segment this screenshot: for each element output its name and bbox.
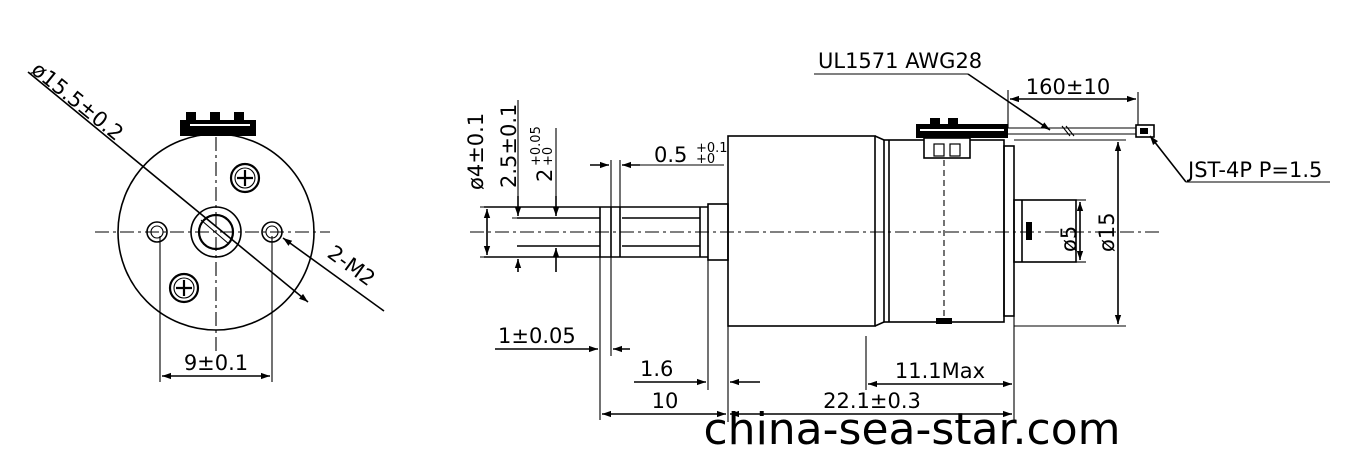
rear-diameter-label: ø5 — [1057, 226, 1081, 252]
connector-label: JST-4P P=1.5 — [1186, 158, 1322, 182]
hole-spacing-label: 9±0.1 — [184, 351, 248, 375]
screw-leader — [282, 237, 385, 312]
body-joint-bottom — [874, 321, 885, 327]
front-connector — [180, 112, 256, 136]
front-boss — [190, 206, 242, 258]
screw-label: 2-M2 — [323, 241, 380, 291]
watermark: china-sea-star.com — [703, 404, 1120, 455]
rear-shaft-key — [1026, 222, 1032, 240]
shaft-diameter-label: ø4±0.1 — [464, 113, 488, 190]
flat-label: 2.5±0.1 — [497, 104, 521, 188]
front-shaft-flat — [200, 219, 230, 245]
side-view: ø4±0.1 2.5±0.1 2 +0.05 +0 0.5 +0.1 +0 1±… — [464, 49, 1330, 422]
wire-label: UL1571 AWG28 — [818, 49, 982, 73]
flat2-tol-upper: +0.05 — [529, 126, 544, 166]
wire-leader — [967, 73, 1051, 131]
flat2-label: 2 — [533, 169, 557, 182]
side-wire — [1008, 124, 1155, 138]
flat2-tol-lower: +0 — [541, 147, 556, 166]
body-length-label: 22.1±0.3 — [823, 389, 921, 413]
side-shaft — [484, 206, 708, 258]
motor-endcap — [1003, 145, 1015, 317]
front-shaft — [197, 213, 235, 251]
gearbox-body — [727, 135, 876, 327]
motor-tab — [936, 318, 952, 324]
boss-label: 1.6 — [640, 357, 673, 381]
motor-length-label: 11.1Max — [895, 359, 985, 383]
side-connector — [916, 118, 1008, 159]
front-hole-left-inner — [150, 225, 164, 239]
groove-tol-lower: +0 — [696, 152, 715, 167]
groove-tol-upper: +0.1 — [696, 141, 728, 156]
step-label: 1±0.05 — [498, 324, 576, 348]
connector-leader — [1149, 135, 1187, 183]
front-diameter-label: ø15.5±0.2 — [27, 57, 128, 145]
diameter-leader — [27, 71, 309, 303]
front-screw-top — [229, 162, 261, 194]
front-screw-bottom — [168, 272, 200, 304]
motor-diameter-label: ø15 — [1095, 212, 1119, 252]
rear-shaft — [1013, 199, 1077, 263]
body-joint-top — [874, 135, 885, 141]
wire-length-label: 160±10 — [1026, 75, 1110, 99]
shaft-length-label: 10 — [652, 389, 679, 413]
front-hole-left — [146, 221, 168, 243]
groove-label: 0.5 — [654, 143, 687, 167]
front-view: ø15.5±0.2 2-M2 9±0.1 — [27, 57, 385, 382]
